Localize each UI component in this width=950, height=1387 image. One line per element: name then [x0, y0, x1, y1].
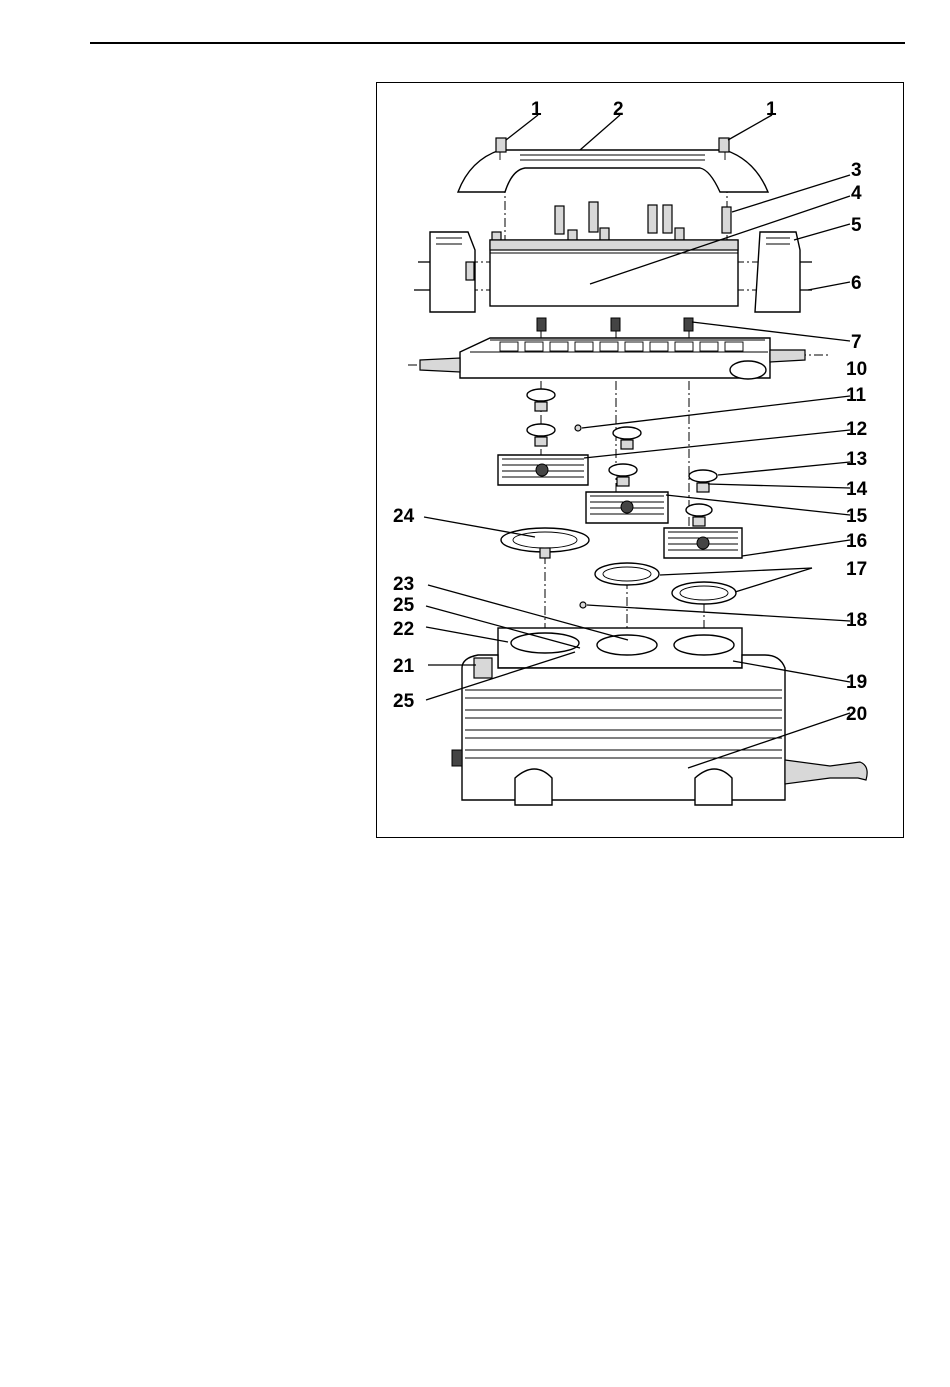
- callout-5: 5: [851, 215, 862, 236]
- callout-3: 3: [851, 160, 862, 181]
- callout-25-top: 25: [393, 595, 415, 616]
- callout-6: 6: [851, 273, 862, 294]
- callout-2: 2: [613, 99, 624, 120]
- callout-1-right: 1: [766, 99, 777, 120]
- side-cap-right: [755, 232, 812, 312]
- callout-15: 15: [846, 506, 868, 527]
- callout-20: 20: [846, 704, 867, 725]
- callout-16: 16: [846, 531, 867, 552]
- callout-13: 13: [846, 449, 867, 470]
- motor-housing: [452, 628, 867, 805]
- valve-stack-right: [664, 470, 742, 558]
- callout-18: 18: [846, 610, 867, 631]
- callout-10: 10: [846, 359, 867, 380]
- pump-head: [490, 240, 738, 306]
- callout-24: 24: [393, 506, 415, 527]
- callout-7: 7: [851, 332, 862, 353]
- callout-19: 19: [846, 672, 867, 693]
- callout-4: 4: [851, 183, 862, 204]
- callout-21: 21: [393, 656, 415, 677]
- cover-handle: [458, 138, 768, 192]
- manifold-plate: [420, 338, 805, 379]
- callout-25-bottom: 25: [393, 691, 415, 712]
- callout-23: 23: [393, 574, 414, 595]
- valve-plugs: [537, 318, 693, 331]
- callout-22: 22: [393, 619, 414, 640]
- valve-stack-middle: [586, 464, 668, 523]
- callout-14: 14: [846, 479, 868, 500]
- side-cap-left: [414, 232, 475, 312]
- callout-1-left: 1: [531, 99, 542, 120]
- callout-12: 12: [846, 419, 867, 440]
- callout-17: 17: [846, 559, 867, 580]
- callout-11: 11: [846, 385, 867, 406]
